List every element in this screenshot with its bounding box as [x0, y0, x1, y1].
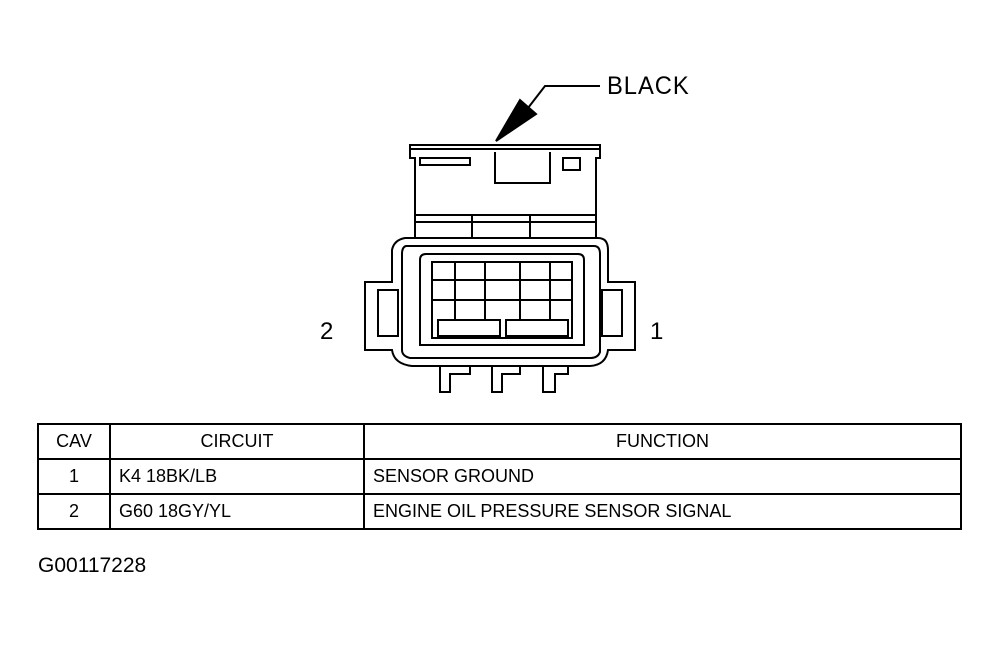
callout-arrowhead — [495, 98, 538, 142]
cell-circuit: G60 18GY/YL — [109, 493, 365, 530]
cell-circuit: K4 18BK/LB — [109, 458, 365, 495]
table-row: 1 K4 18BK/LB SENSOR GROUND — [37, 458, 962, 495]
header-cav: CAV — [37, 423, 111, 460]
pin-label-2: 2 — [320, 318, 334, 345]
connector-housing — [364, 237, 636, 367]
table-row: 2 G60 18GY/YL ENGINE OIL PRESSURE SENSOR… — [37, 493, 962, 530]
header-function: FUNCTION — [363, 423, 962, 460]
pin-label-1: 1 — [650, 318, 664, 345]
table-header-row: CAV CIRCUIT FUNCTION — [37, 423, 962, 460]
color-callout-label: BLACK — [607, 72, 690, 100]
callout-leader — [527, 85, 600, 109]
cell-cav: 2 — [37, 493, 111, 530]
cell-function: ENGINE OIL PRESSURE SENSOR SIGNAL — [363, 493, 962, 530]
terminal-1 — [505, 319, 569, 337]
cell-cav: 1 — [37, 458, 111, 495]
header-circuit: CIRCUIT — [109, 423, 365, 460]
terminal-2 — [437, 319, 501, 337]
latch-legs — [439, 366, 569, 393]
figure-id: G00117228 — [38, 554, 147, 577]
connector-diagram — [364, 85, 636, 393]
pinout-table: CAV CIRCUIT FUNCTION 1 K4 18BK/LB SENSOR… — [37, 423, 962, 530]
connector-cavity — [419, 253, 585, 346]
cell-function: SENSOR GROUND — [363, 458, 962, 495]
